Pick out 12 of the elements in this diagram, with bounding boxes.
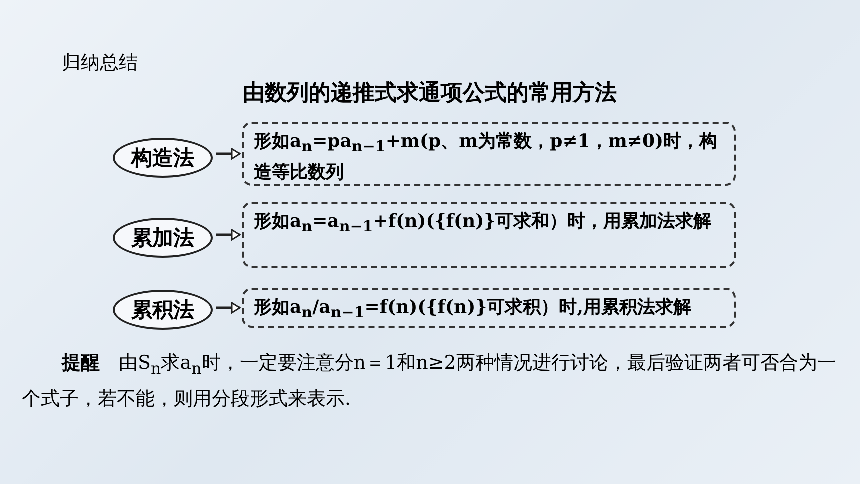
formula-box: 形如a$_{n}$=a$_{n−1}$+f(n)({f(n)}可求和）时，用累加法求解: [242, 202, 736, 268]
note-text: 提醒 由S$_{n}$求a$_{n}$时，一定要注意分n＝1和n≥2两种情况进行讨论，最后验证两者可否合为一个式子，若不能，则用分段形式来表示.: [22, 351, 838, 412]
formula-box: 形如a$_{n}$/a$_{n−1}$=f(n)({f(n)}可求积）时,用累积法求解: [242, 288, 736, 328]
method-ellipse: 累积法: [113, 290, 213, 330]
formula-box: 形如a$_{n}$=pa$_{n−1}$+m(p、m为常数，p≠1，m≠0)时，构造等比数列: [242, 122, 736, 186]
arrow: [216, 229, 241, 241]
method-ellipse: 构造法: [113, 138, 213, 178]
title: 由数列的递推式求通项公式的常用方法: [242, 80, 618, 108]
arrow: [216, 302, 241, 314]
section-heading: 归纳总结: [62, 51, 139, 76]
method-ellipse: 累加法: [113, 218, 213, 258]
arrow: [216, 148, 241, 160]
